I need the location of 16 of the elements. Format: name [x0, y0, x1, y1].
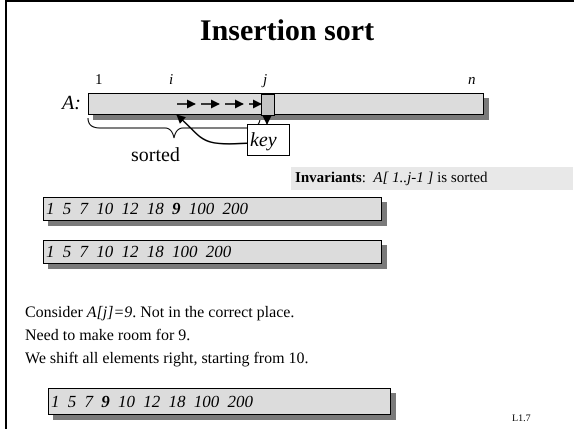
slide-number: L1.7: [512, 413, 531, 424]
brace-label: sorted: [131, 144, 180, 167]
array-cell: [261, 94, 275, 116]
index-label: 1: [95, 72, 102, 89]
note-text: Consider A[j]=9. Not in the correct place.: [25, 304, 294, 322]
note-text: We shift all elements right, starting from 10.: [25, 350, 309, 368]
index-label: n: [468, 72, 476, 89]
index-label: j: [263, 72, 268, 89]
arrow: [262, 115, 272, 125]
index-label: i: [169, 72, 174, 89]
arrow: [176, 114, 248, 145]
invariant-note: Invariants: A[ 1..j-1 ] is sorted: [291, 167, 573, 190]
key-box: key: [247, 124, 290, 156]
note-text: Need to make room for 9.: [25, 327, 190, 345]
array-name: A:: [62, 92, 81, 115]
title: Insertion sort: [198, 14, 376, 48]
